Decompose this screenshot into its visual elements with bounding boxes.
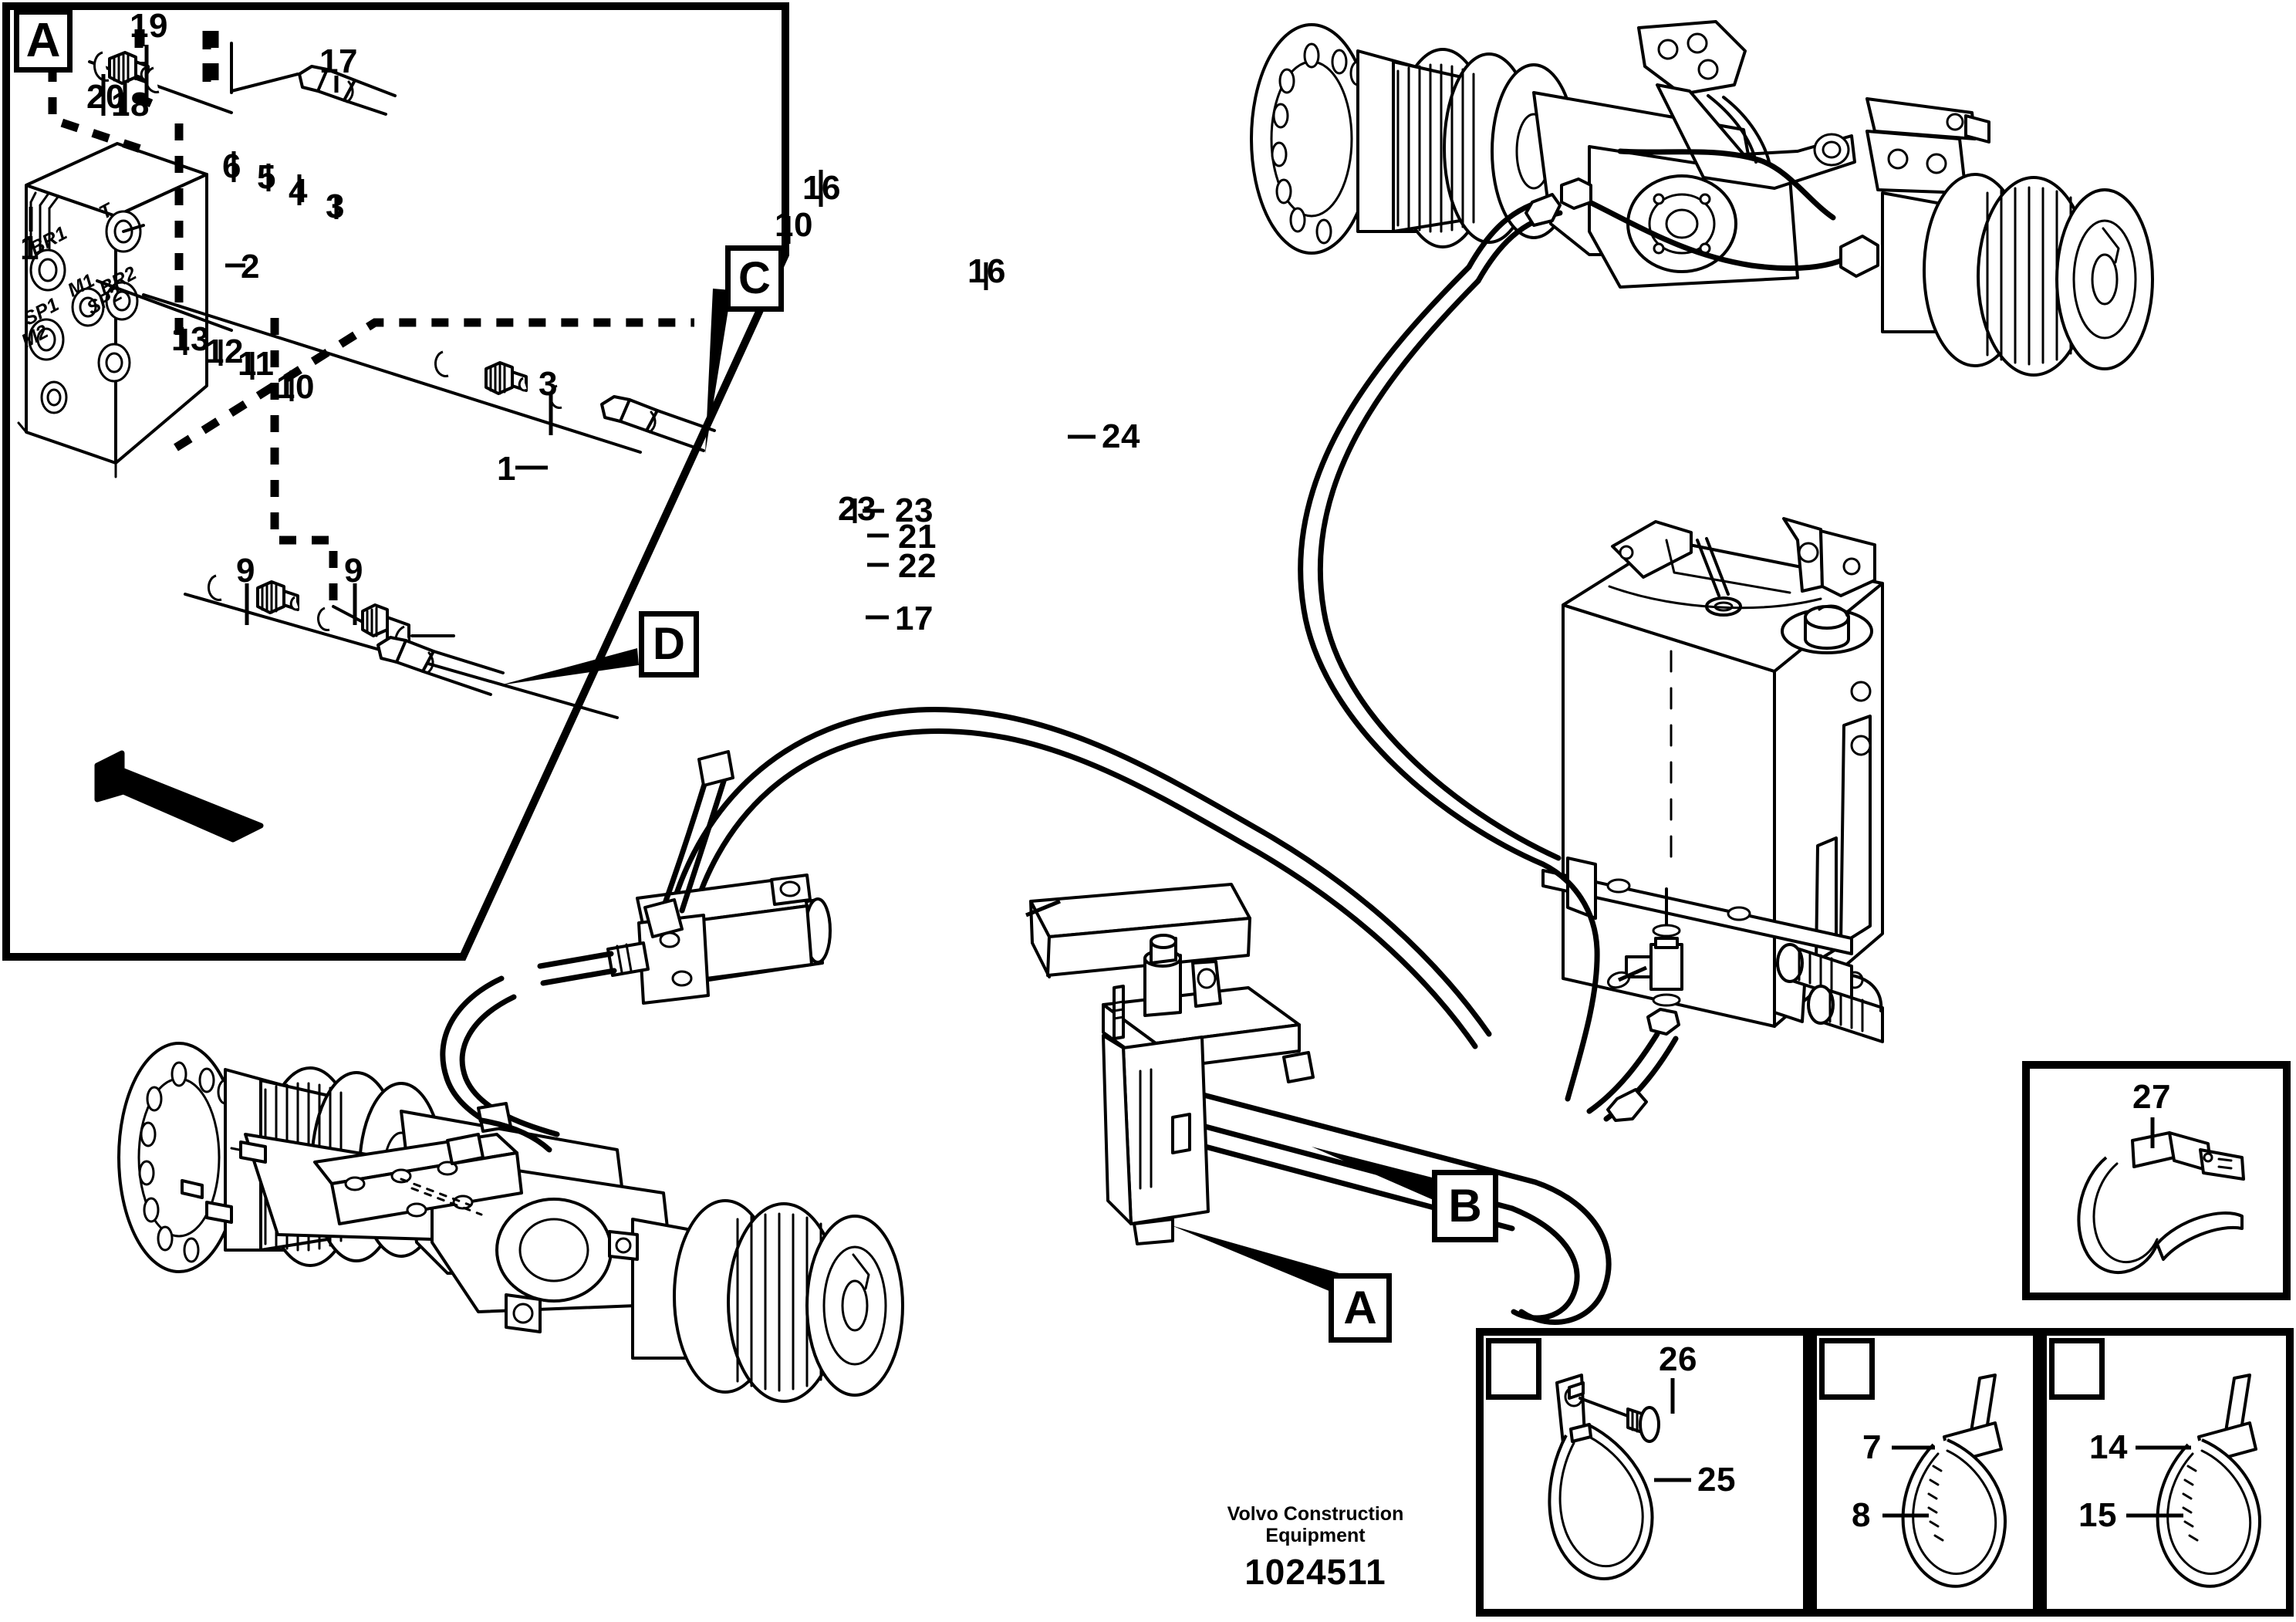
item-number-2: 2 (241, 248, 260, 286)
item-number-24: 24 (1102, 417, 1140, 455)
panel-a-frame (2, 2, 789, 961)
item-number-15: 15 (2078, 1496, 2117, 1534)
item-number-18: 18 (111, 86, 150, 123)
item-number-6: 6 (222, 147, 241, 185)
legend-letter-c: C (1830, 1345, 1862, 1394)
item-number-23-right: 23 (895, 492, 934, 529)
brand-line-1: Volvo Construction (1227, 1503, 1404, 1525)
item-number-1-main: 1 (497, 450, 516, 488)
callout-box-c-top: C (725, 245, 784, 312)
item-number-9-right: 9 (344, 552, 363, 590)
callout-box-a-main: A (1329, 1273, 1392, 1343)
front-axle-assembly (117, 1042, 904, 1403)
legend-letter-d: D (2054, 1345, 2086, 1394)
item-number-10-main: 10 (775, 206, 813, 244)
item-number-16-lower: 16 (967, 252, 1006, 290)
item-number-27: 27 (2132, 1078, 2171, 1116)
item-number-21: 21 (898, 518, 937, 556)
callout-box-a-panel: A (14, 9, 73, 73)
legend-letter-b: B (1498, 1344, 1532, 1396)
leader-lines (29, 45, 2191, 1518)
tee-assembly (1586, 887, 1683, 1122)
item-number-7: 7 (1862, 1428, 1882, 1466)
legend-boxes (1476, 1061, 2294, 1617)
brand-block: Volvo Construction Equipment 1024511 (1204, 1503, 1427, 1593)
item-number-23-left: 23 (838, 490, 876, 528)
item-number-22: 22 (898, 547, 937, 585)
brand-line-2: Equipment (1265, 1525, 1366, 1546)
fitting-17 (230, 42, 397, 116)
item-number-5: 5 (257, 158, 276, 196)
chain-lower (184, 574, 639, 719)
rear-axle-assembly (1250, 20, 2154, 377)
item-number-14: 14 (2089, 1428, 2128, 1466)
item-number-3-main: 3 (539, 365, 558, 403)
item-number-17-main: 17 (895, 600, 934, 637)
detail-pointers (705, 289, 1438, 1293)
item-number-13: 13 (171, 320, 210, 358)
chain-middle (96, 279, 716, 454)
item-number-19: 19 (130, 7, 168, 45)
panel-a-content (17, 29, 716, 843)
part-number: 1024511 (1244, 1552, 1386, 1592)
item-number-20: 20 (86, 78, 125, 116)
item-number-4: 4 (289, 172, 308, 210)
direction-arrow (94, 750, 264, 843)
item-number-8: 8 (1852, 1496, 1871, 1534)
item-number-10-panel: 10 (276, 368, 315, 406)
item-number-9-left: 9 (236, 552, 255, 590)
chain-upper (88, 32, 233, 114)
item-number-12: 12 (205, 333, 244, 370)
item-number-1-panel: 1 (20, 229, 39, 267)
item-number-3-panel: 3 (326, 188, 345, 225)
brake-valve-main (1025, 883, 1315, 1245)
item-number-17-panel: 17 (319, 42, 358, 80)
item-number-11: 11 (238, 345, 275, 383)
valve-block (17, 142, 208, 478)
item-number-26: 26 (1659, 1340, 1697, 1378)
item-number-25: 25 (1697, 1461, 1736, 1499)
callout-box-d-top: D (639, 611, 699, 678)
callout-box-b-main: B (1432, 1170, 1498, 1242)
item-number-16-upper: 16 (802, 169, 841, 207)
hydraulic-tank (1541, 517, 1884, 1043)
slave-cylinder (537, 750, 832, 1005)
